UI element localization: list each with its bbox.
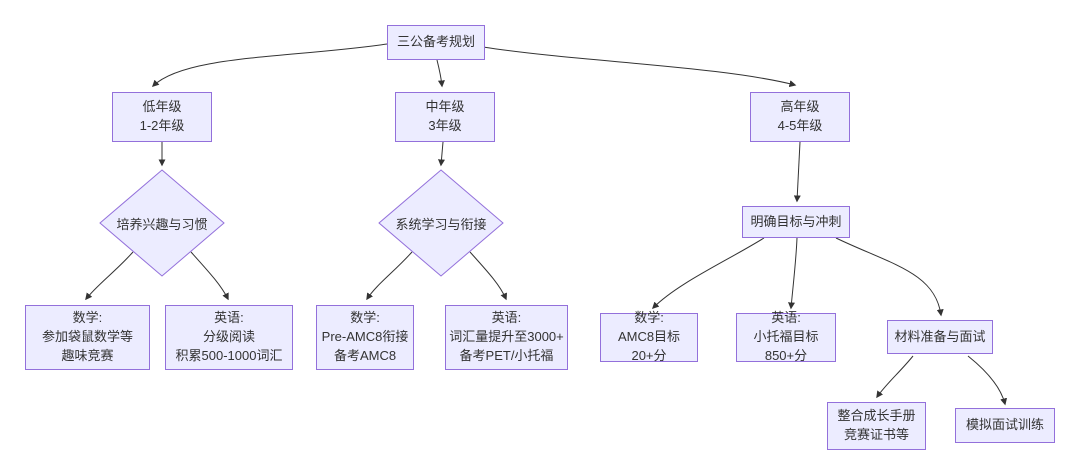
edge-phase1-english — [190, 251, 229, 301]
node-phase-high-label: 明确目标与冲刺 — [750, 213, 842, 229]
node-stage-high-label: 高年级 4-5年级 — [777, 99, 823, 133]
node-mid-english: 英语: 词汇量提升至3000+ 备考PET/小托福 — [445, 305, 568, 370]
edge-phase3-materials — [835, 237, 944, 317]
node-low-english: 英语: 分级阅读 积累500-1000词汇 — [165, 305, 293, 370]
node-root-label: 三公备考规划 — [396, 34, 475, 50]
edge-root-mid — [436, 59, 445, 88]
edge-phase2-english — [469, 251, 508, 301]
node-stage-mid: 中年级 3年级 — [395, 92, 495, 142]
node-mid-math: 数学: Pre-AMC8衔接 备考AMC8 — [316, 305, 414, 370]
node-phase-high: 明确目标与冲刺 — [742, 206, 850, 238]
edge-phase1-math — [85, 251, 134, 301]
node-low-english-label: 英语: 分级阅读 积累500-1000词汇 — [175, 310, 283, 363]
edge-phase2-math — [366, 251, 413, 301]
phase-low-label: 培养兴趣与习惯 — [116, 216, 208, 232]
node-low-math: 数学: 参加袋鼠数学等 趣味竞赛 — [25, 305, 150, 370]
node-materials-label: 材料准备与面试 — [894, 328, 986, 344]
node-high-english-label: 英语: 小托福目标850+分 — [753, 310, 819, 363]
edge-materials-portfolio — [876, 355, 914, 399]
edge-mid-phase — [437, 141, 445, 167]
edge-root-low — [151, 43, 388, 87]
node-stage-high: 高年级 4-5年级 — [750, 92, 850, 142]
node-portfolio: 整合成长手册 竞赛证书等 — [827, 402, 926, 450]
node-stage-low: 低年级 1-2年级 — [112, 92, 212, 142]
node-materials: 材料准备与面试 — [887, 320, 993, 354]
node-mid-math-label: 数学: Pre-AMC8衔接 备考AMC8 — [321, 310, 409, 363]
node-portfolio-label: 整合成长手册 竞赛证书等 — [837, 408, 916, 442]
node-low-math-label: 数学: 参加袋鼠数学等 趣味竞赛 — [41, 310, 133, 363]
node-root: 三公备考规划 — [387, 25, 485, 60]
edge-phase3-math — [652, 237, 765, 309]
edge-phase3-english — [788, 237, 798, 310]
node-high-english: 英语: 小托福目标850+分 — [736, 310, 836, 363]
node-high-math: 数学: AMC8目标20+分 — [600, 310, 698, 363]
node-stage-mid-label: 中年级 3年级 — [425, 99, 465, 133]
node-mid-english-label: 英语: 词汇量提升至3000+ 备考PET/小托福 — [449, 310, 564, 363]
phase-mid-label: 系统学习与衔接 — [395, 216, 487, 232]
edge-root-high — [482, 46, 797, 88]
edge-high-phase — [793, 141, 801, 203]
node-mock-interview: 模拟面试训练 — [955, 408, 1055, 443]
node-mock-interview-label: 模拟面试训练 — [965, 417, 1044, 433]
node-stage-low-label: 低年级 1-2年级 — [139, 99, 185, 133]
phase-diamond-mid — [378, 169, 504, 277]
node-high-math-label: 数学: AMC8目标20+分 — [617, 310, 681, 363]
phase-diamond-low — [99, 169, 225, 277]
edge-materials-mock — [967, 355, 1008, 406]
